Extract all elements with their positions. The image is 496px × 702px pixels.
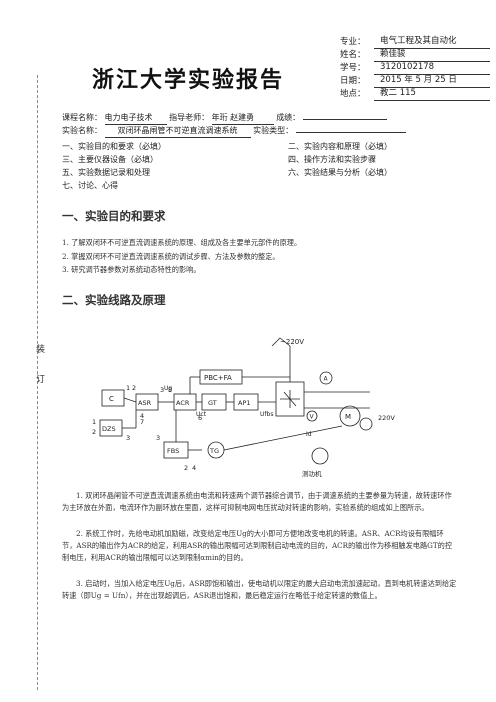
circuit-diagram: ~220V PBC+FA C ASR ACR GT AP1 DZS FBS A … bbox=[92, 337, 395, 478]
outline-item: 一、实验目的和要求（必填） 二、实验内容和原理（必填） bbox=[62, 140, 442, 153]
outline-right: 二、实验内容和原理（必填） bbox=[288, 142, 392, 151]
info-value: 2015 年 5 月 25 日 bbox=[374, 74, 490, 88]
pin-label: 3 bbox=[160, 386, 164, 394]
principle-paragraph-1: 1. 双闭环晶闸管不可逆直流调速系统由电流和转速两个调节器综合调节，由于调速系统… bbox=[62, 491, 452, 512]
type-label: 实验类型： bbox=[253, 126, 294, 135]
pin-label: 1 bbox=[126, 384, 130, 392]
pin-label: 3 bbox=[156, 434, 160, 442]
info-value: 电气工程及其自动化 bbox=[374, 35, 490, 49]
uct-label: Uct bbox=[196, 411, 207, 418]
info-value: 赖佳骏 bbox=[374, 48, 490, 62]
outline-left: 七、讨论、心得 bbox=[62, 181, 118, 190]
supply-symbol bbox=[271, 337, 291, 347]
tg-label: TG bbox=[209, 447, 219, 455]
experiment-value: 双闭环晶闸管不可逆直流调速系统 bbox=[104, 125, 251, 138]
outline-item: 三、主要仪器设备（必填） 四、操作方法和实验步骤 bbox=[62, 153, 442, 166]
acr-label: ACR bbox=[176, 399, 190, 407]
type-field bbox=[295, 132, 406, 133]
bridge-symbol bbox=[280, 390, 300, 408]
voltmeter-label: V bbox=[310, 414, 315, 421]
section-outline: 一、实验目的和要求（必填） 二、实验内容和原理（必填） 三、主要仪器设备（必填） 四… bbox=[62, 140, 442, 192]
pin-label: 1 bbox=[92, 418, 96, 426]
outline-right: 四、操作方法和实验步骤 bbox=[288, 155, 376, 164]
info-label: 专业： bbox=[340, 37, 366, 47]
c-label: C bbox=[109, 395, 114, 403]
supply-label: ~220V bbox=[280, 338, 304, 346]
ammeter-label: A bbox=[324, 376, 329, 383]
section-heading: 一、实验目的和要求 bbox=[62, 209, 166, 223]
ug-label: Ug bbox=[164, 385, 172, 392]
ufbs-label: Ufbs bbox=[260, 411, 273, 418]
info-label: 姓名： bbox=[340, 50, 366, 60]
info-label: 学号： bbox=[340, 63, 366, 73]
info-row-date: 日期： 2015 年 5 月 25 日 bbox=[340, 75, 490, 88]
objective-item: 2. 掌握双闭环不可逆直流调速系统的调试步骤、方法及参数的整定。 bbox=[62, 251, 280, 261]
dynamometer-label: 测功机 bbox=[302, 469, 322, 478]
info-row-place: 地点： 教二 115 bbox=[340, 88, 490, 101]
info-label: 日期： bbox=[340, 76, 366, 86]
binding-line bbox=[37, 75, 38, 690]
outline-left: 五、实验数据记录和处理 bbox=[62, 168, 150, 177]
pin-label: 4 bbox=[192, 464, 196, 472]
objective-item: 3. 研究调节器参数对系统动态特性的影响。 bbox=[62, 265, 201, 274]
course-line: 课程名称： 电力电子技术 指导老师： 年珩 赵建勇 成绩： bbox=[62, 112, 387, 125]
voltmeter-icon bbox=[306, 410, 318, 422]
binding-mark: 装 bbox=[36, 345, 46, 355]
pin-label: 2 bbox=[184, 464, 188, 472]
field-voltage-label: 220V bbox=[378, 414, 395, 422]
info-value: 3120102178 bbox=[374, 61, 490, 75]
pin-label: 2 bbox=[92, 428, 96, 436]
outline-item: 五、实验数据记录和处理 六、实验结果与分析（必填） bbox=[62, 166, 442, 179]
info-row-name: 姓名： 赖佳骏 bbox=[340, 49, 490, 62]
objective-item: 1. 了解双闭环不可逆直流调速系统的原理、组成及各主要单元部件的原理。 bbox=[62, 238, 302, 247]
dynamometer-icon bbox=[311, 447, 329, 465]
course-label: 课程名称： bbox=[62, 113, 102, 122]
student-info: 专业： 电气工程及其自动化 姓名： 赖佳骏 学号： 3120102178 日期： 201… bbox=[340, 36, 490, 101]
pbc-label: PBC+FA bbox=[204, 374, 232, 382]
grade-label: 成绩： bbox=[276, 113, 301, 122]
dzs-label: DZS bbox=[102, 425, 116, 433]
grade-field bbox=[302, 119, 387, 120]
ap1-label: AP1 bbox=[238, 399, 251, 407]
asr-label: ASR bbox=[138, 399, 152, 407]
teacher-label: 指导老师： bbox=[169, 113, 210, 122]
pin-label: 6 bbox=[198, 414, 202, 422]
teacher-value: 年珩 赵建勇 bbox=[211, 112, 274, 125]
outline-item: 七、讨论、心得 bbox=[62, 179, 442, 192]
info-row-id: 学号： 3120102178 bbox=[340, 62, 490, 75]
experiment-label: 实验名称： bbox=[62, 126, 102, 135]
binding-mark: 订 bbox=[36, 375, 46, 385]
thyristor-bridge bbox=[275, 381, 305, 417]
pin-label: 7 bbox=[140, 418, 144, 426]
objectives-list: 1. 了解双闭环不可逆直流调速系统的原理、组成及各主要单元部件的原理。 2. 掌… bbox=[62, 236, 457, 277]
course-value: 电力电子技术 bbox=[104, 112, 167, 125]
outline-right: 六、实验结果与分析（必填） bbox=[288, 168, 392, 177]
info-label: 地点： bbox=[340, 89, 366, 99]
ammeter2-icon bbox=[359, 417, 373, 431]
pin-label: 3 bbox=[126, 434, 130, 442]
ammeter-icon bbox=[319, 371, 333, 385]
info-value: 教二 115 bbox=[374, 87, 490, 101]
outline-left: 一、实验目的和要求（必填） bbox=[62, 142, 166, 151]
principle-paragraph-2: 2. 系统工作时，先给电动机加励磁，改变给定电压Ug的大小即可方便地改变电机的转… bbox=[62, 529, 453, 562]
principle-paragraph-3: 3. 启动时，当加入给定电压Ug后，ASR即饱和输出，使电动机以限定的最大启动电… bbox=[62, 579, 457, 600]
motor-icon bbox=[339, 405, 361, 427]
info-row-major: 专业： 电气工程及其自动化 bbox=[340, 36, 490, 49]
report-title: 浙江大学实验报告 bbox=[92, 68, 285, 93]
id-label: Id bbox=[306, 431, 312, 438]
pin-label: 2 bbox=[132, 384, 136, 392]
motor-label: M bbox=[345, 413, 351, 421]
gt-label: GT bbox=[208, 399, 217, 407]
experiment-line: 实验名称： 双闭环晶闸管不可逆直流调速系统 实验类型： bbox=[62, 125, 406, 138]
pin-label: 8 bbox=[168, 386, 172, 394]
fbs-label: FBS bbox=[167, 447, 179, 455]
pin-label: 4 bbox=[140, 412, 144, 420]
outline-left: 三、主要仪器设备（必填） bbox=[62, 155, 158, 164]
section-heading: 二、实验线路及原理 bbox=[62, 293, 166, 307]
